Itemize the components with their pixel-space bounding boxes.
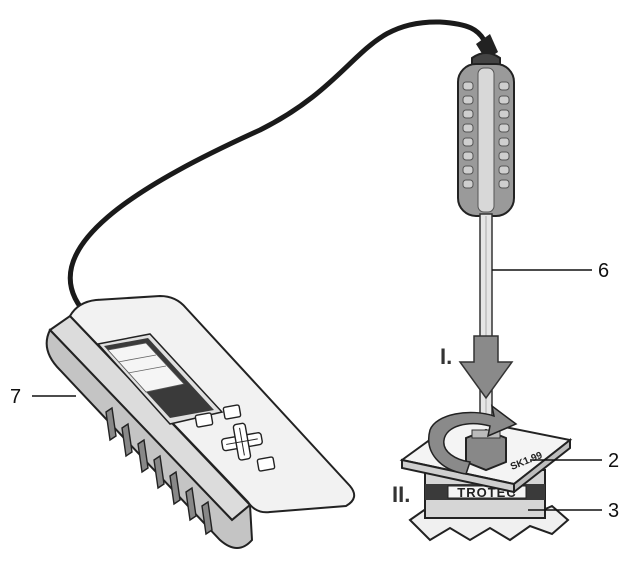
- probe-grip-ribs: [462, 81, 510, 189]
- callout-2: 2: [608, 450, 619, 472]
- probe-grip-center: [477, 67, 495, 213]
- device-side-ribs: [105, 406, 213, 536]
- softkey-right-button[interactable]: [222, 404, 242, 420]
- callout-7: 7: [10, 386, 21, 408]
- power-button[interactable]: [256, 456, 276, 472]
- sensor-assembly: TROTEC SK1.99: [399, 404, 573, 542]
- callout-6: 6: [598, 260, 609, 282]
- handheld-device: [45, 294, 356, 549]
- arrow-down-icon: [458, 335, 514, 400]
- dpad-icon[interactable]: [219, 420, 265, 462]
- screen-menu-area: [107, 342, 185, 393]
- step-label-1: I.: [440, 344, 452, 369]
- callout-3: 3: [608, 500, 619, 522]
- step-label-2: II.: [392, 482, 410, 507]
- rotate-arrow-icon: [428, 404, 518, 475]
- softkey-left-button[interactable]: [194, 412, 214, 428]
- device-front-edge: [45, 328, 254, 549]
- cable: [67, 19, 487, 321]
